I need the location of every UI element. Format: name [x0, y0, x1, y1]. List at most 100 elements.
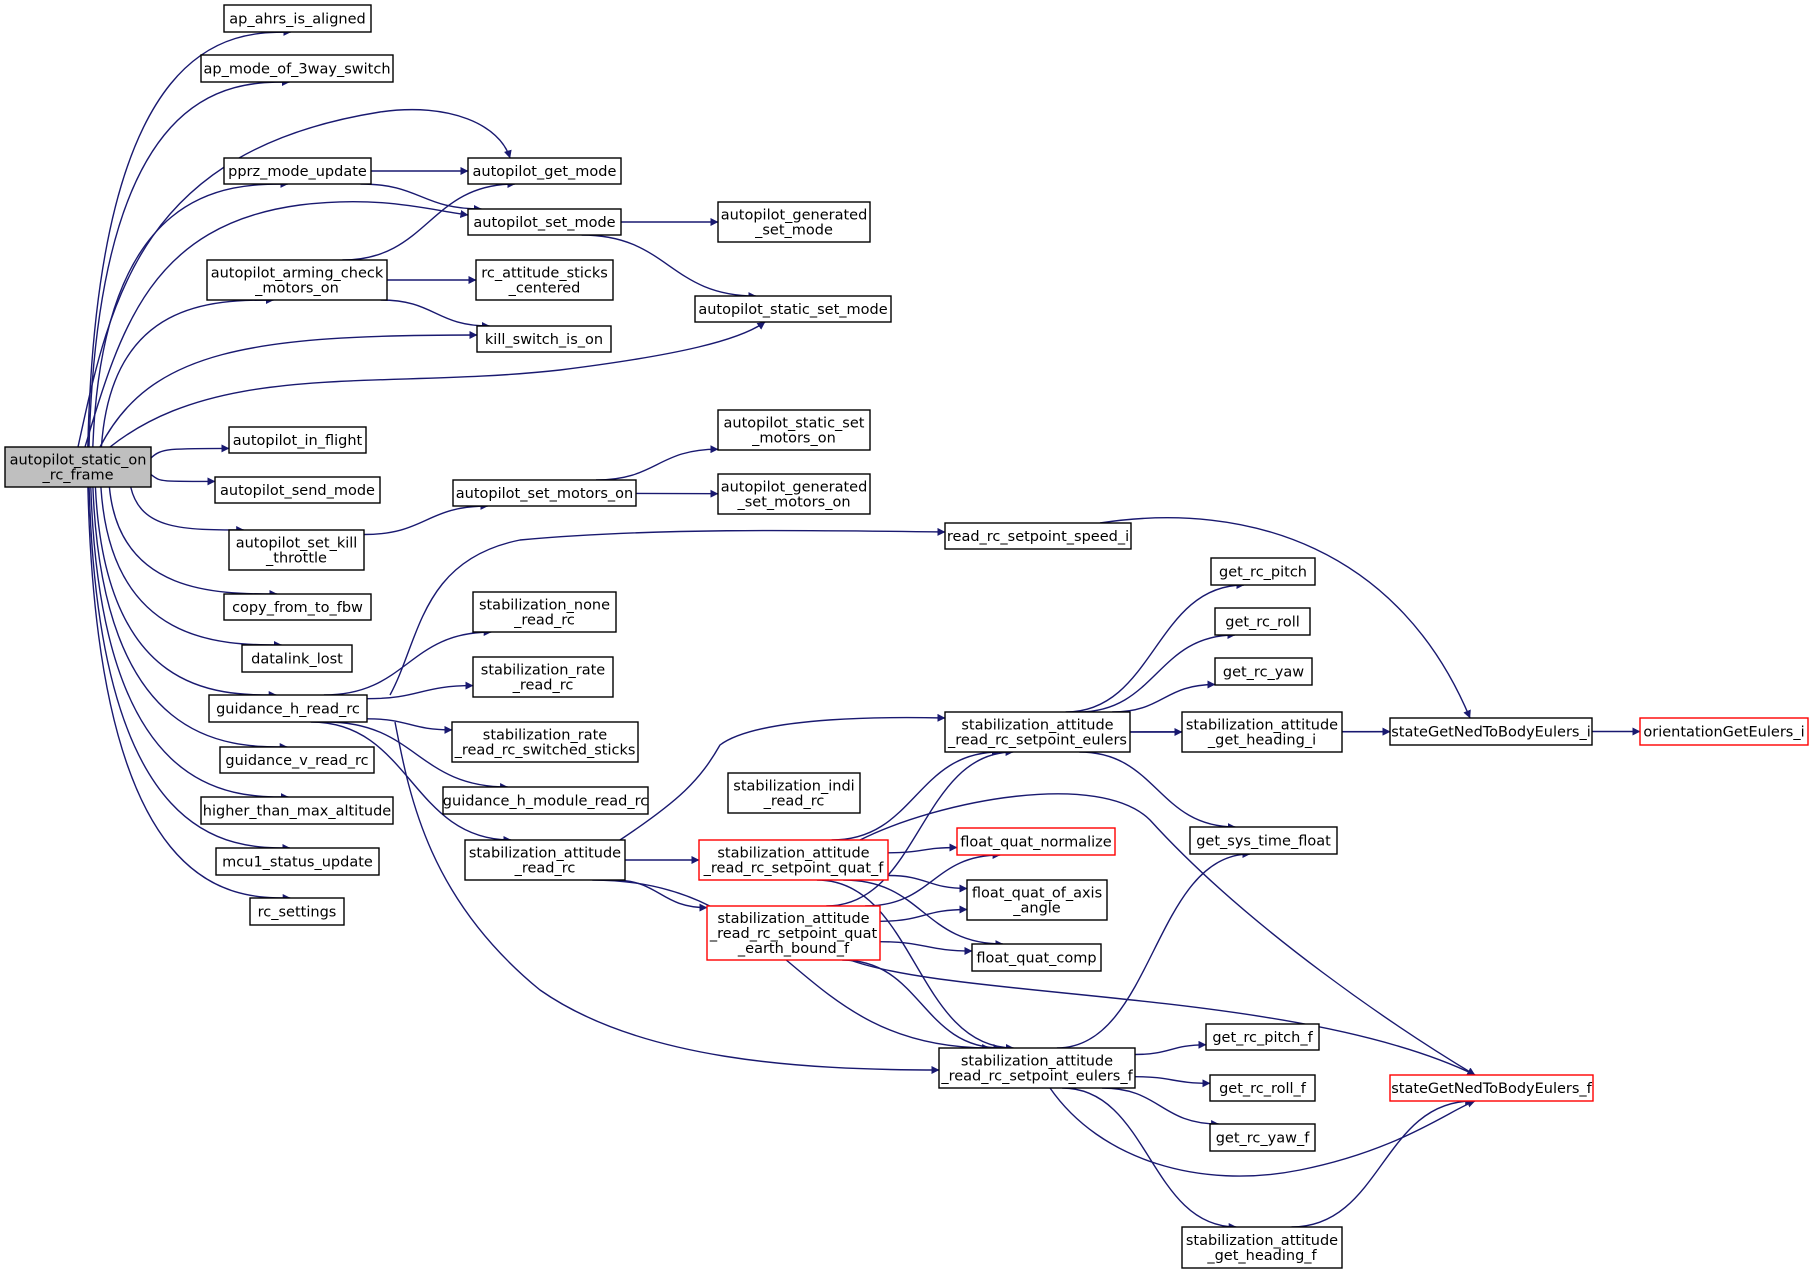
node-static_set_mode[interactable]: autopilot_static_set_mode — [694, 295, 892, 323]
node-heading_f[interactable]: stabilization_attitude_get_heading_f — [1181, 1226, 1343, 1269]
node-label-mcu1-line-0: mcu1_status_update — [222, 855, 373, 871]
node-mcu1[interactable]: mcu1_status_update — [215, 847, 380, 876]
node-set_mode[interactable]: autopilot_set_mode — [467, 208, 622, 236]
edge-arming-to-get_mode — [342, 180, 516, 261]
node-box-get_mode — [467, 157, 622, 185]
node-label-datalink-line-0: datalink_lost — [251, 652, 343, 668]
node-label-sp_eulers-line-1: _read_rc_setpoint_eulers — [947, 733, 1127, 749]
node-get_pitch_f[interactable]: get_rc_pitch_f — [1205, 1023, 1320, 1051]
node-get_roll[interactable]: get_rc_roll — [1214, 607, 1311, 636]
node-label-heading_i-line-0: stabilization_attitude — [1186, 718, 1338, 734]
node-quat_axis[interactable]: float_quat_of_axis_angle — [966, 879, 1108, 921]
node-get_pitch[interactable]: get_rc_pitch — [1210, 557, 1316, 586]
node-label-stab_att-line-0: stabilization_attitude — [469, 846, 621, 862]
node-copy_fbw[interactable]: copy_from_to_fbw — [223, 593, 372, 621]
edge-root-to-mcu1 — [88, 486, 291, 852]
node-get_roll_f[interactable]: get_rc_roll_f — [1209, 1074, 1316, 1102]
node-quat_comp[interactable]: float_quat_comp — [971, 943, 1102, 972]
node-label-ned_f-line-0: stateGetNedToBodyEulers_f — [1391, 1081, 1592, 1097]
node-box-get_pitch_f — [1205, 1023, 1320, 1051]
node-label-higher_alt-line-0: higher_than_max_altitude — [203, 804, 391, 820]
edge-root-to-set_mode — [84, 200, 469, 448]
node-ned_i[interactable]: stateGetNedToBodyEulers_i — [1389, 717, 1593, 746]
node-quat_earth[interactable]: stabilization_attitude_read_rc_setpoint_… — [706, 905, 881, 961]
node-guid_v[interactable]: guidance_v_read_rc — [219, 746, 375, 774]
node-pprz_mode[interactable]: pprz_mode_update — [223, 157, 372, 185]
edge-root-to-ap_ahrs — [87, 28, 292, 448]
node-rc_settings[interactable]: rc_settings — [249, 897, 345, 926]
node-stab_indi[interactable]: stabilization_indi_read_rc — [727, 772, 861, 814]
node-box-guid_v — [219, 746, 375, 774]
node-box-set_motors — [452, 479, 637, 507]
node-label-quat_f-line-0: stabilization_attitude — [717, 846, 869, 862]
edge-root-to-higher_alt — [90, 486, 289, 801]
node-rc_att_sticks[interactable]: rc_attitude_sticks_centered — [475, 259, 614, 301]
edge-root-to-kill_switch — [99, 331, 478, 448]
node-sp_eulers_f[interactable]: stabilization_attitude_read_rc_setpoint_… — [938, 1047, 1136, 1089]
node-label-get_pitch-line-0: get_rc_pitch — [1219, 565, 1307, 581]
node-ap_mode3[interactable]: ap_mode_of_3way_switch — [200, 54, 394, 83]
node-root[interactable]: autopilot_static_on_rc_frame — [4, 446, 152, 488]
node-gen_motors[interactable]: autopilot_generated_set_motors_on — [717, 473, 871, 515]
node-label-rc_settings-line-0: rc_settings — [258, 905, 337, 921]
node-box-heading_f — [1181, 1226, 1343, 1269]
node-send_mode[interactable]: autopilot_send_mode — [214, 476, 381, 504]
node-guid_h_mod[interactable]: guidance_h_module_read_rc — [442, 786, 649, 815]
node-box-guid_h_mod — [442, 786, 649, 815]
node-box-kill_switch — [476, 325, 612, 353]
node-gen_set_mode[interactable]: autopilot_generated_set_mode — [717, 201, 871, 243]
node-quat_norm[interactable]: float_quat_normalize — [956, 827, 1116, 856]
node-kill_switch[interactable]: kill_switch_is_on — [476, 325, 612, 353]
node-label-send_mode-line-0: autopilot_send_mode — [220, 483, 375, 499]
node-label-set_motors-line-0: autopilot_set_motors_on — [456, 486, 634, 502]
node-datalink[interactable]: datalink_lost — [241, 644, 353, 673]
edge-sp_eulers_f-to-get_pitch_f — [1134, 1040, 1207, 1056]
node-quat_f[interactable]: stabilization_attitude_read_rc_setpoint_… — [698, 839, 889, 881]
node-box-higher_alt — [200, 796, 394, 825]
node-stab_rate_sw[interactable]: stabilization_rate_read_rc_switched_stic… — [451, 721, 639, 763]
edge-stab_att-to-quat_earth — [613, 879, 708, 912]
edge-guid_h-to-stab_rate — [366, 681, 474, 700]
node-kill_throttle[interactable]: autopilot_set_kill_throttle — [228, 529, 365, 571]
node-in_flight[interactable]: autopilot_in_flight — [228, 426, 367, 454]
node-ap_ahrs[interactable]: ap_ahrs_is_aligned — [223, 4, 372, 33]
node-label-sp_eulers_f-line-0: stabilization_attitude — [961, 1054, 1113, 1070]
node-static_motors[interactable]: autopilot_static_set_motors_on — [717, 409, 871, 451]
node-set_motors[interactable]: autopilot_set_motors_on — [452, 479, 637, 507]
node-stab_none[interactable]: stabilization_none_read_rc — [472, 591, 617, 633]
node-higher_alt[interactable]: higher_than_max_altitude — [200, 796, 394, 825]
edge-root-to-ap_mode3 — [88, 78, 290, 448]
node-get_mode[interactable]: autopilot_get_mode — [467, 157, 622, 185]
node-ned_f[interactable]: stateGetNedToBodyEulers_f — [1389, 1074, 1594, 1102]
edge-root-to-static_set_mode — [109, 321, 766, 448]
edge-quat_f-to-quat_norm — [887, 843, 958, 854]
node-label-gen_motors-line-1: _set_motors_on — [736, 495, 850, 511]
node-box-in_flight — [228, 426, 367, 454]
edge-set_motors-to-static_motors — [595, 445, 719, 481]
node-stab_rate[interactable]: stabilization_rate_read_rc — [472, 656, 614, 698]
node-get_yaw_f[interactable]: get_rc_yaw_f — [1209, 1123, 1316, 1152]
node-orient[interactable]: orientationGetEulers_i — [1639, 717, 1809, 746]
node-label-pprz_mode-line-0: pprz_mode_update — [228, 164, 367, 180]
node-box-send_mode — [214, 476, 381, 504]
edge-root-to-get_mode — [77, 108, 512, 448]
edge-set_mode-to-static_set_mode — [581, 234, 757, 300]
node-label-quat_f-line-1: _read_rc_setpoint_quat_f — [703, 861, 885, 877]
node-guid_h[interactable]: guidance_h_read_rc — [208, 694, 368, 723]
node-box-static_motors — [717, 409, 871, 451]
node-label-rc_att_sticks-line-0: rc_attitude_sticks — [481, 266, 608, 282]
node-label-kill_throttle-line-1: _throttle — [265, 551, 327, 567]
node-sp_eulers[interactable]: stabilization_attitude_read_rc_setpoint_… — [944, 711, 1131, 753]
node-label-heading_i-line-1: _get_heading_i — [1207, 733, 1316, 749]
node-stab_att[interactable]: stabilization_attitude_read_rc — [464, 839, 626, 881]
node-arming[interactable]: autopilot_arming_check_motors_on — [206, 259, 388, 301]
edge-sp_eulers-to-get_yaw — [1112, 680, 1216, 713]
edge-quat_f-to-sp_eulers_f — [816, 879, 1014, 1052]
node-sys_time[interactable]: get_sys_time_float — [1189, 826, 1338, 855]
node-get_yaw[interactable]: get_rc_yaw — [1214, 657, 1313, 686]
node-box-rc_settings — [249, 897, 345, 926]
node-speed_i[interactable]: read_rc_setpoint_speed_i — [944, 522, 1132, 550]
node-heading_i[interactable]: stabilization_attitude_get_heading_i — [1181, 711, 1343, 753]
node-label-root-line-0: autopilot_static_on — [10, 453, 147, 469]
edge-guid_h-to-guid_h_mod — [325, 721, 509, 791]
